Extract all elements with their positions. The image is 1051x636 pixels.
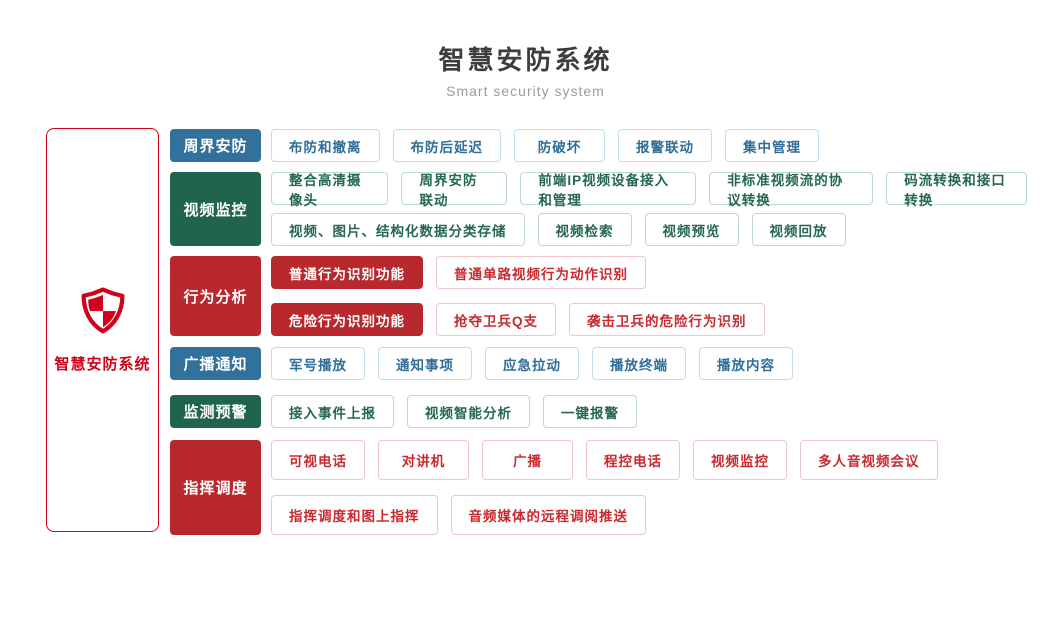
feature-button[interactable]: 袭击卫兵的危险行为识别 (569, 303, 765, 336)
feature-button[interactable]: 一键报警 (543, 395, 637, 428)
feature-button-line: 军号播放通知事项应急拉动播放终端播放内容 (271, 347, 1040, 380)
feature-button[interactable]: 多人音视频会议 (800, 440, 938, 480)
feature-button[interactable]: 视频、图片、结构化数据分类存储 (271, 213, 525, 246)
feature-button[interactable]: 布防后延迟 (392, 129, 501, 162)
root-system-box: 智慧安防系统 (46, 128, 159, 532)
category-label-perimeter-security: 周界安防 (170, 129, 261, 162)
feature-button[interactable]: 视频智能分析 (407, 395, 530, 428)
feature-button[interactable]: 整合高清摄像头 (271, 172, 389, 208)
feature-button-line: 视频、图片、结构化数据分类存储视频检索视频预览视频回放 (271, 213, 1040, 246)
feature-button-line: 危险行为识别功能抢夺卫兵Q支袭击卫兵的危险行为识别 (271, 303, 1040, 336)
feature-button[interactable]: 码流转换和接口转换 (886, 172, 1027, 208)
feature-button[interactable]: 普通行为识别功能 (271, 256, 423, 289)
feature-button[interactable]: 军号播放 (271, 347, 365, 380)
feature-button[interactable]: 视频预览 (644, 213, 739, 246)
category-row-broadcast-notice: 广播通知 军号播放通知事项应急拉动播放终端播放内容 (170, 347, 1040, 380)
category-row-behavior-analysis: 行为分析 普通行为识别功能普通单路视频行为动作识别 危险行为识别功能抢夺卫兵Q支… (170, 256, 1040, 336)
category-label-command-dispatch: 指挥调度 (170, 440, 261, 535)
feature-button[interactable]: 集中管理 (725, 129, 819, 162)
shield-icon (76, 286, 130, 341)
feature-button[interactable]: 音频媒体的远程调阅推送 (450, 495, 646, 535)
feature-button[interactable]: 接入事件上报 (271, 395, 394, 428)
page-subtitle: Smart security system (446, 83, 605, 99)
category-label-video-surveillance: 视频监控 (170, 172, 261, 246)
feature-button[interactable]: 应急拉动 (485, 347, 579, 380)
feature-button-line: 整合高清摄像头周界安防联动前端IP视频设备接入和管理非标准视频流的协议转换码流转… (271, 172, 1040, 208)
feature-button[interactable]: 报警联动 (618, 129, 712, 162)
page-title: 智慧安防系统 (438, 45, 613, 75)
feature-button[interactable]: 周界安防联动 (401, 172, 508, 208)
category-row-perimeter-security: 周界安防 布防和撤离布防后延迟防破坏报警联动集中管理 (170, 129, 1040, 162)
feature-button[interactable]: 视频检索 (537, 213, 632, 246)
category-row-command-dispatch: 指挥调度 可视电话对讲机广播程控电话视频监控多人音视频会议 指挥调度和图上指挥音… (170, 440, 1040, 535)
feature-button[interactable]: 对讲机 (378, 440, 469, 480)
feature-button[interactable]: 抢夺卫兵Q支 (436, 303, 557, 336)
feature-button[interactable]: 普通单路视频行为动作识别 (436, 256, 646, 289)
feature-button[interactable]: 指挥调度和图上指挥 (271, 495, 438, 535)
feature-button[interactable]: 防破坏 (514, 129, 605, 162)
feature-button[interactable]: 视频监控 (693, 440, 787, 480)
feature-button-line: 接入事件上报视频智能分析一键报警 (271, 395, 1040, 428)
category-label-broadcast-notice: 广播通知 (170, 347, 261, 380)
feature-button[interactable]: 可视电话 (271, 440, 365, 480)
category-label-behavior-analysis: 行为分析 (170, 256, 261, 336)
category-label-monitor-warning: 监测预警 (170, 395, 261, 428)
feature-button[interactable]: 广播 (482, 440, 573, 480)
root-system-label: 智慧安防系统 (54, 355, 151, 373)
feature-button[interactable]: 布防和撤离 (271, 129, 380, 162)
feature-button-line: 布防和撤离布防后延迟防破坏报警联动集中管理 (271, 129, 1040, 162)
feature-button[interactable]: 通知事项 (378, 347, 472, 380)
feature-button[interactable]: 非标准视频流的协议转换 (709, 172, 874, 208)
feature-button[interactable]: 视频回放 (751, 213, 846, 246)
feature-button[interactable]: 播放终端 (592, 347, 686, 380)
feature-rows: 周界安防 布防和撤离布防后延迟防破坏报警联动集中管理 视频监控 整合高清摄像头周… (170, 129, 1040, 535)
category-row-video-surveillance: 视频监控 整合高清摄像头周界安防联动前端IP视频设备接入和管理非标准视频流的协议… (170, 172, 1040, 246)
feature-button-line: 可视电话对讲机广播程控电话视频监控多人音视频会议 (271, 440, 1040, 480)
feature-button[interactable]: 危险行为识别功能 (271, 303, 423, 336)
feature-button[interactable]: 程控电话 (586, 440, 680, 480)
category-row-monitor-warning: 监测预警 接入事件上报视频智能分析一键报警 (170, 395, 1040, 428)
feature-button[interactable]: 播放内容 (699, 347, 793, 380)
feature-button[interactable]: 前端IP视频设备接入和管理 (520, 172, 697, 208)
feature-button-line: 普通行为识别功能普通单路视频行为动作识别 (271, 256, 1040, 289)
feature-button-line: 指挥调度和图上指挥音频媒体的远程调阅推送 (271, 495, 1040, 535)
